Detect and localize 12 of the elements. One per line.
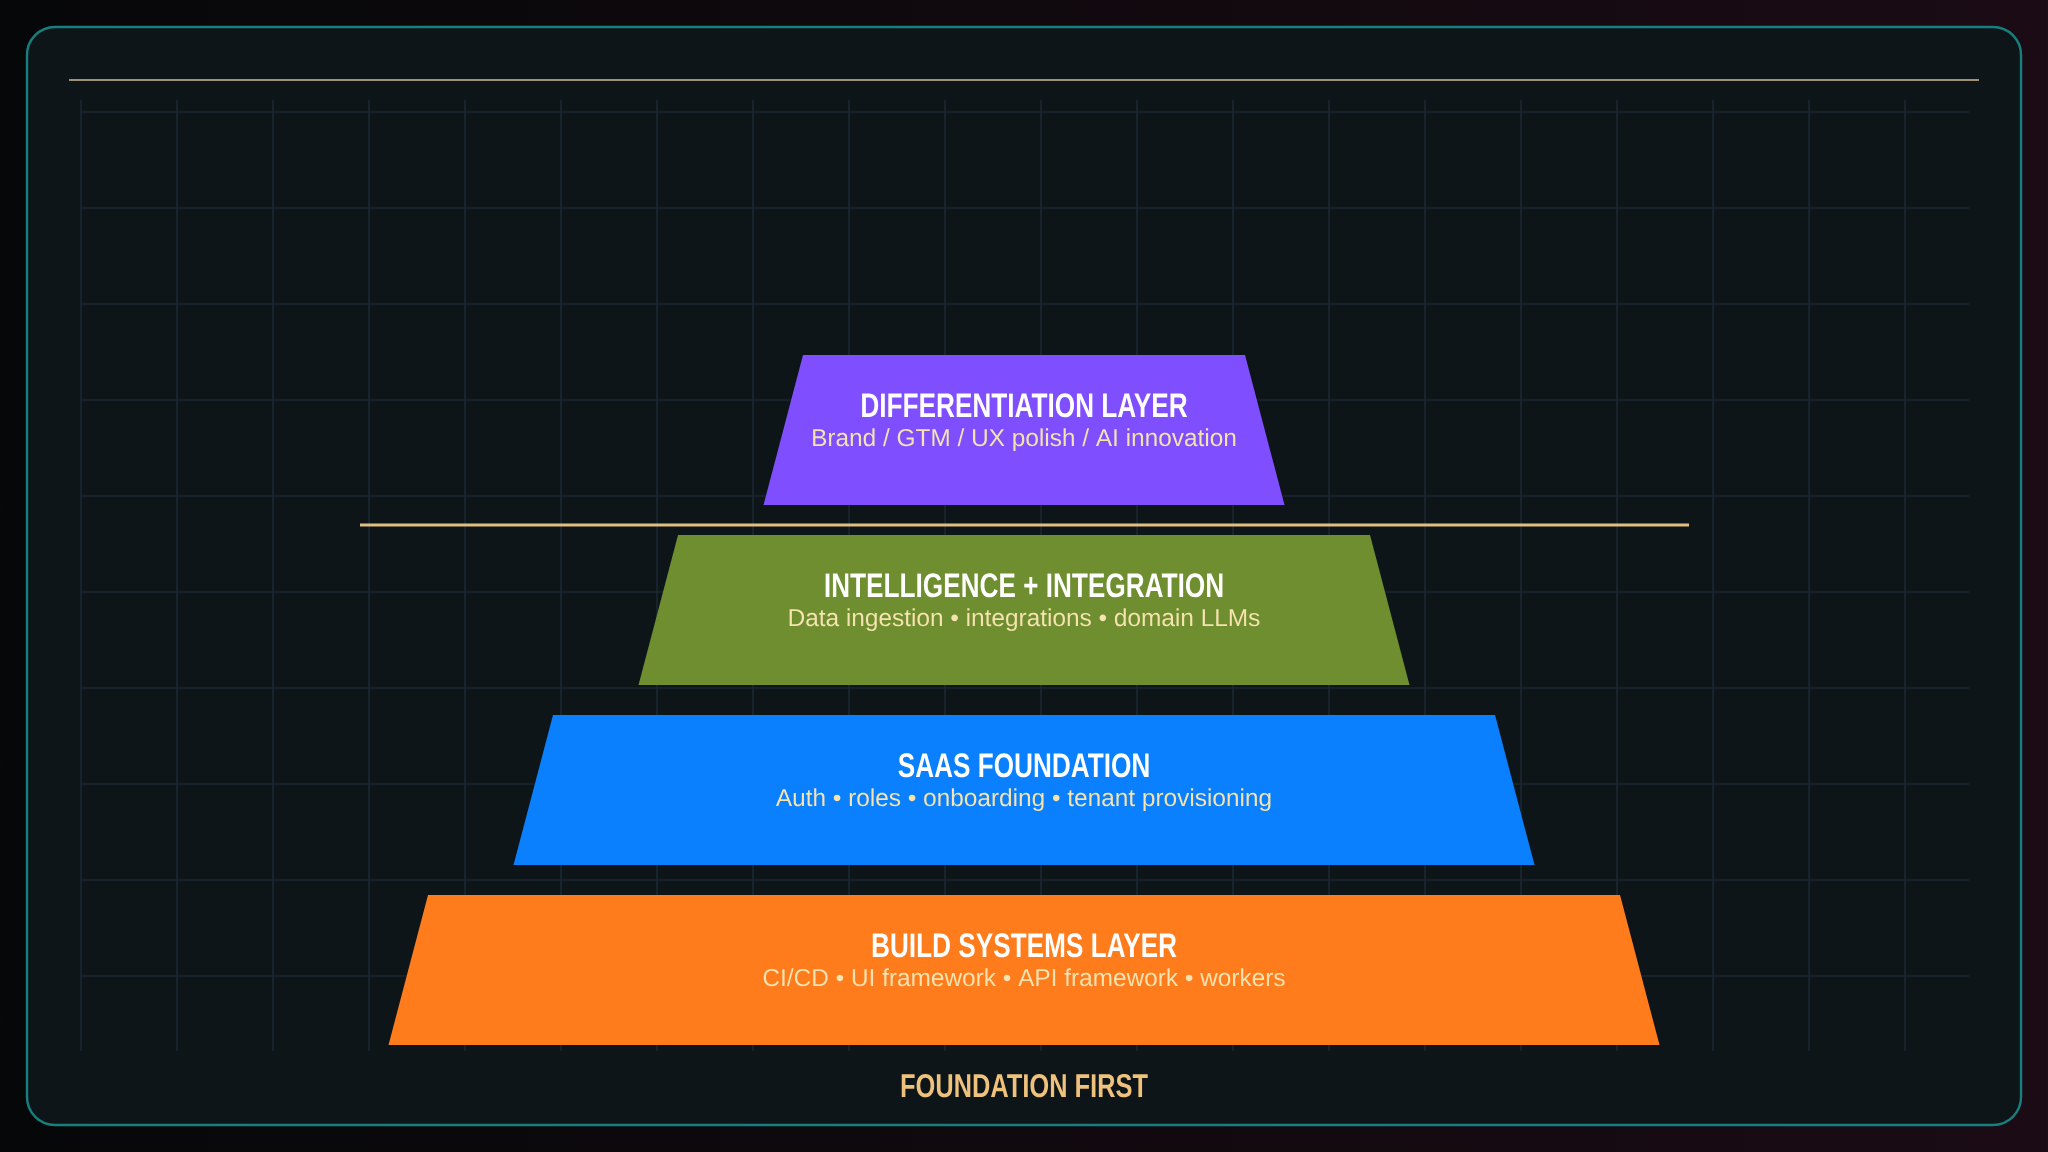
- layer-title: BUILD SYSTEMS LAYER: [872, 933, 1177, 958]
- pyramid-layer: [638, 535, 1410, 685]
- layer-description: Data ingestion • integrations • domain LLMs: [789, 608, 1260, 632]
- layer-description: Brand / GTM / UX polish / AI innovation: [813, 428, 1236, 452]
- layer-description: CI/CD • UI framework • API framework • workers: [763, 968, 1285, 987]
- layer-description: Auth • roles • onboarding • tenant provisioning: [775, 788, 1271, 812]
- pyramid-layer: [513, 715, 1535, 865]
- layer-title: INTELLIGENCE + INTEGRATION: [825, 573, 1223, 598]
- layer-title: SAAS FOUNDATION: [898, 753, 1149, 778]
- pyramid-layer: [388, 895, 1660, 1045]
- pyramid-layer: [763, 355, 1285, 505]
- layer-title: DIFFERENTIATION LAYER: [862, 393, 1188, 418]
